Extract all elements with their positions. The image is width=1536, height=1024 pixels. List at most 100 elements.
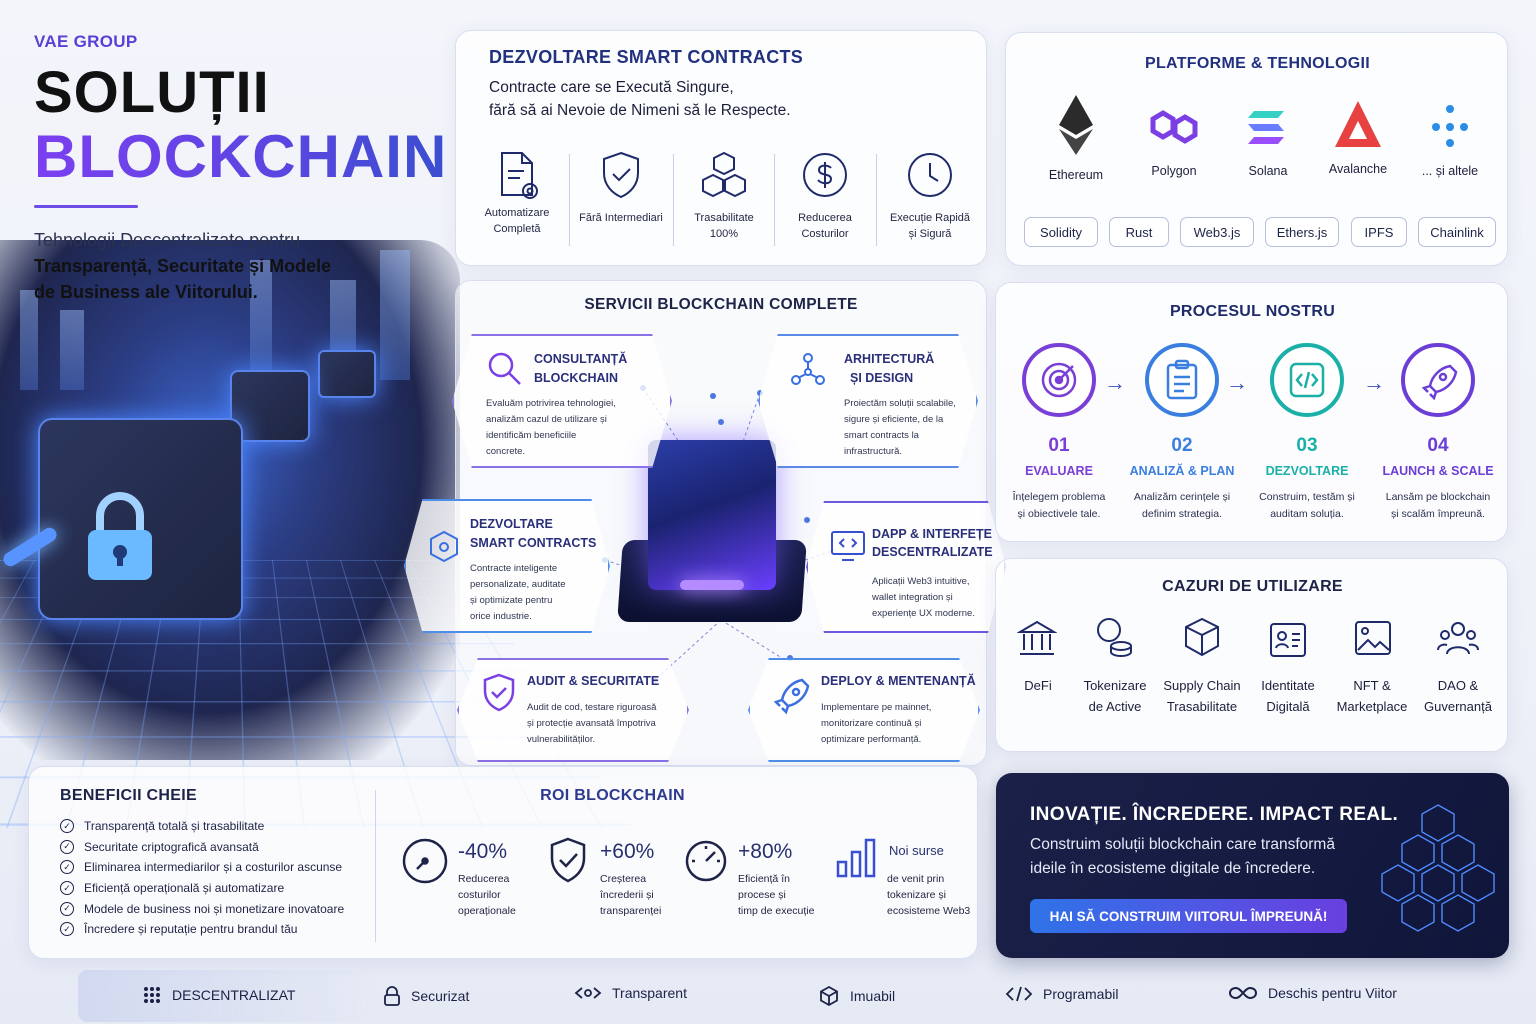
- step-1-number: 01: [1048, 435, 1070, 456]
- step-3-desc-1: Construim, testăm și: [1259, 491, 1355, 503]
- roi-title: ROI BLOCKCHAIN: [540, 787, 685, 804]
- service-deploy[interactable]: DEPLOY & MENTENANȚĂ Implementare pe main…: [748, 658, 980, 762]
- tool-ipfs[interactable]: IPFS: [1351, 217, 1407, 247]
- tool-web3js[interactable]: Web3.js: [1180, 217, 1254, 247]
- platform-polygon: Polygon: [1134, 101, 1214, 178]
- monitor-code-icon: [831, 531, 865, 561]
- id-card-icon: [1270, 623, 1306, 657]
- bank-icon: [1017, 620, 1057, 655]
- service-dapp[interactable]: DAPP & INTERFEȚE DESCENTRALIZATE Aplicaț…: [806, 501, 1006, 633]
- hero-subtitle-line2: Transparență, Securitate și Modele: [34, 256, 332, 276]
- check-icon: ✓: [60, 860, 74, 875]
- code-icon: [1289, 362, 1325, 398]
- cta-text-2: ideile în ecosisteme digitale de încrede…: [1030, 860, 1316, 877]
- use-case-identity-1: Identitate: [1261, 678, 1315, 693]
- network-icon: [791, 353, 825, 385]
- rocket-icon: [773, 678, 810, 715]
- tool-solidity[interactable]: Solidity: [1024, 217, 1098, 247]
- platform-solana: Solana: [1228, 103, 1308, 178]
- lock-icon: [384, 986, 400, 1006]
- target-icon: [1041, 362, 1077, 398]
- service-architecture[interactable]: ARHITECTURĂ ȘI DESIGN Proiectăm soluții …: [758, 334, 978, 468]
- bar-chart-icon: [836, 838, 876, 878]
- cta-title: INOVAȚIE. ÎNCREDERE. IMPACT REAL.: [1030, 804, 1399, 825]
- check-icon: ✓: [60, 922, 74, 937]
- dollar-coin-icon: [803, 153, 847, 197]
- footer-programmable: Programabil: [1005, 985, 1118, 1003]
- document-gear-icon: [501, 152, 538, 199]
- box-icon: [1185, 617, 1219, 657]
- code-brackets-icon: [1005, 986, 1033, 1002]
- use-case-nft-2: Marketplace: [1336, 699, 1408, 714]
- step-1-circle: [1022, 343, 1096, 417]
- footer-highlight: [78, 970, 378, 1022]
- step-1-desc-1: Înțelegem problema: [1012, 491, 1106, 503]
- footer-decentralized: DESCENTRALIZAT: [142, 985, 295, 1005]
- clipboard-icon: [1166, 359, 1198, 400]
- process-arrow-2: →: [1226, 370, 1248, 395]
- brand-name: VAE GROUP: [34, 32, 138, 51]
- dots-grid-icon: [144, 987, 160, 1003]
- feature-no-intermediaries: Fără Intermediari: [570, 149, 672, 226]
- divider: [375, 790, 376, 942]
- step-4-circle: [1401, 343, 1475, 417]
- use-case-dao-2: Guvernanță: [1424, 699, 1492, 714]
- cube-icon: [820, 985, 838, 1007]
- use-case-identity-2: Digitală: [1266, 699, 1310, 714]
- service-audit[interactable]: AUDIT & SECURITATE Audit de cod, testare…: [457, 658, 689, 762]
- gauge-icon: [402, 838, 448, 884]
- tool-rust[interactable]: Rust: [1109, 217, 1169, 247]
- process-arrow-3: →: [1363, 370, 1385, 395]
- hero-illustration: [0, 240, 633, 829]
- hero-section: VAE GROUP SOLUȚII BLOCKCHAIN Tehnologii …: [0, 0, 633, 829]
- cta-button[interactable]: HAI SĂ CONSTRUIM VIITORUL ÎMPREUNĂ!: [1030, 899, 1347, 933]
- speedometer-icon: [685, 840, 727, 882]
- step-4-desc-2: și scalăm împreună.: [1391, 508, 1485, 520]
- roi-value-3: +80%: [738, 840, 793, 863]
- benefit-item: ✓Încredere și reputație pentru brandul t…: [60, 919, 380, 940]
- step-1-desc-2: și obiectivele tale.: [1017, 508, 1101, 520]
- use-case-nft-1: NFT &: [1353, 678, 1391, 693]
- roi-value-1: -40%: [458, 840, 508, 863]
- hero-divider: [34, 205, 138, 208]
- hero-subtitle-line3: de Business ale Viitorului.: [34, 282, 258, 302]
- people-icon: [1437, 622, 1479, 655]
- hero-subtitle-line1: Tehnologii Descentralizate pentru: [34, 230, 301, 250]
- feature-cost-reduction: Reducerea Costurilor: [774, 149, 876, 242]
- service-smart-contracts[interactable]: DEZVOLTARE SMART CONTRACTS Contracte int…: [404, 499, 610, 633]
- platforms-title: PLATFORME & TEHNOLOGII: [1145, 55, 1370, 72]
- footer-secured: Securizat: [383, 985, 469, 1007]
- service-consulting[interactable]: CONSULTANȚĂ BLOCKCHAIN Evaluăm potrivire…: [452, 334, 672, 468]
- step-3-circle: [1270, 343, 1344, 417]
- use-cases-title: CAZURI DE UTILIZARE: [1162, 578, 1343, 595]
- use-case-dao-1: DAO &: [1437, 678, 1479, 693]
- feature-fast-execution: Execuție Rapidă și Sigură: [877, 149, 983, 242]
- check-icon: ✓: [60, 819, 74, 834]
- services-title: SERVICII BLOCKCHAIN COMPLETE: [584, 296, 858, 313]
- benefit-item: ✓Securitate criptografică avansată: [60, 837, 380, 858]
- use-case-supply-1: Supply Chain: [1163, 678, 1241, 693]
- check-icon: ✓: [60, 901, 74, 916]
- use-case-defi: DeFi: [1024, 678, 1052, 693]
- cubes-icon: [1381, 804, 1495, 932]
- check-icon: ✓: [60, 881, 74, 896]
- cubes-icon: [702, 151, 746, 198]
- use-case-tokenization-1: Tokenizare: [1083, 678, 1147, 693]
- hero-title-line2: BLOCKCHAIN: [34, 123, 448, 190]
- smart-contracts-title: DEZVOLTARE SMART CONTRACTS: [489, 47, 804, 67]
- tool-chainlink[interactable]: Chainlink: [1418, 217, 1496, 247]
- footer-open-future: Deschis pentru Viitor: [1228, 985, 1397, 1001]
- step-4-name: LAUNCH & SCALE: [1382, 464, 1494, 478]
- shield-check-icon: [603, 151, 639, 199]
- benefits-list: ✓Transparență totală și trasabilitate ✓S…: [60, 816, 380, 940]
- platforms-card: PLATFORME & TEHNOLOGII Ethereum Polygon …: [1005, 32, 1508, 266]
- magnifier-icon: [488, 352, 521, 385]
- clock-icon: [908, 153, 952, 197]
- use-cases-card: CAZURI DE UTILIZARE: [995, 558, 1508, 752]
- step-2-circle: [1145, 343, 1219, 417]
- step-3-desc-2: auditam soluția.: [1270, 508, 1344, 520]
- step-2-desc-2: definim strategia.: [1142, 508, 1222, 520]
- tool-ethersjs[interactable]: Ethers.js: [1265, 217, 1339, 247]
- infinity-icon: [1228, 986, 1258, 1000]
- solana-icon: [1248, 111, 1284, 144]
